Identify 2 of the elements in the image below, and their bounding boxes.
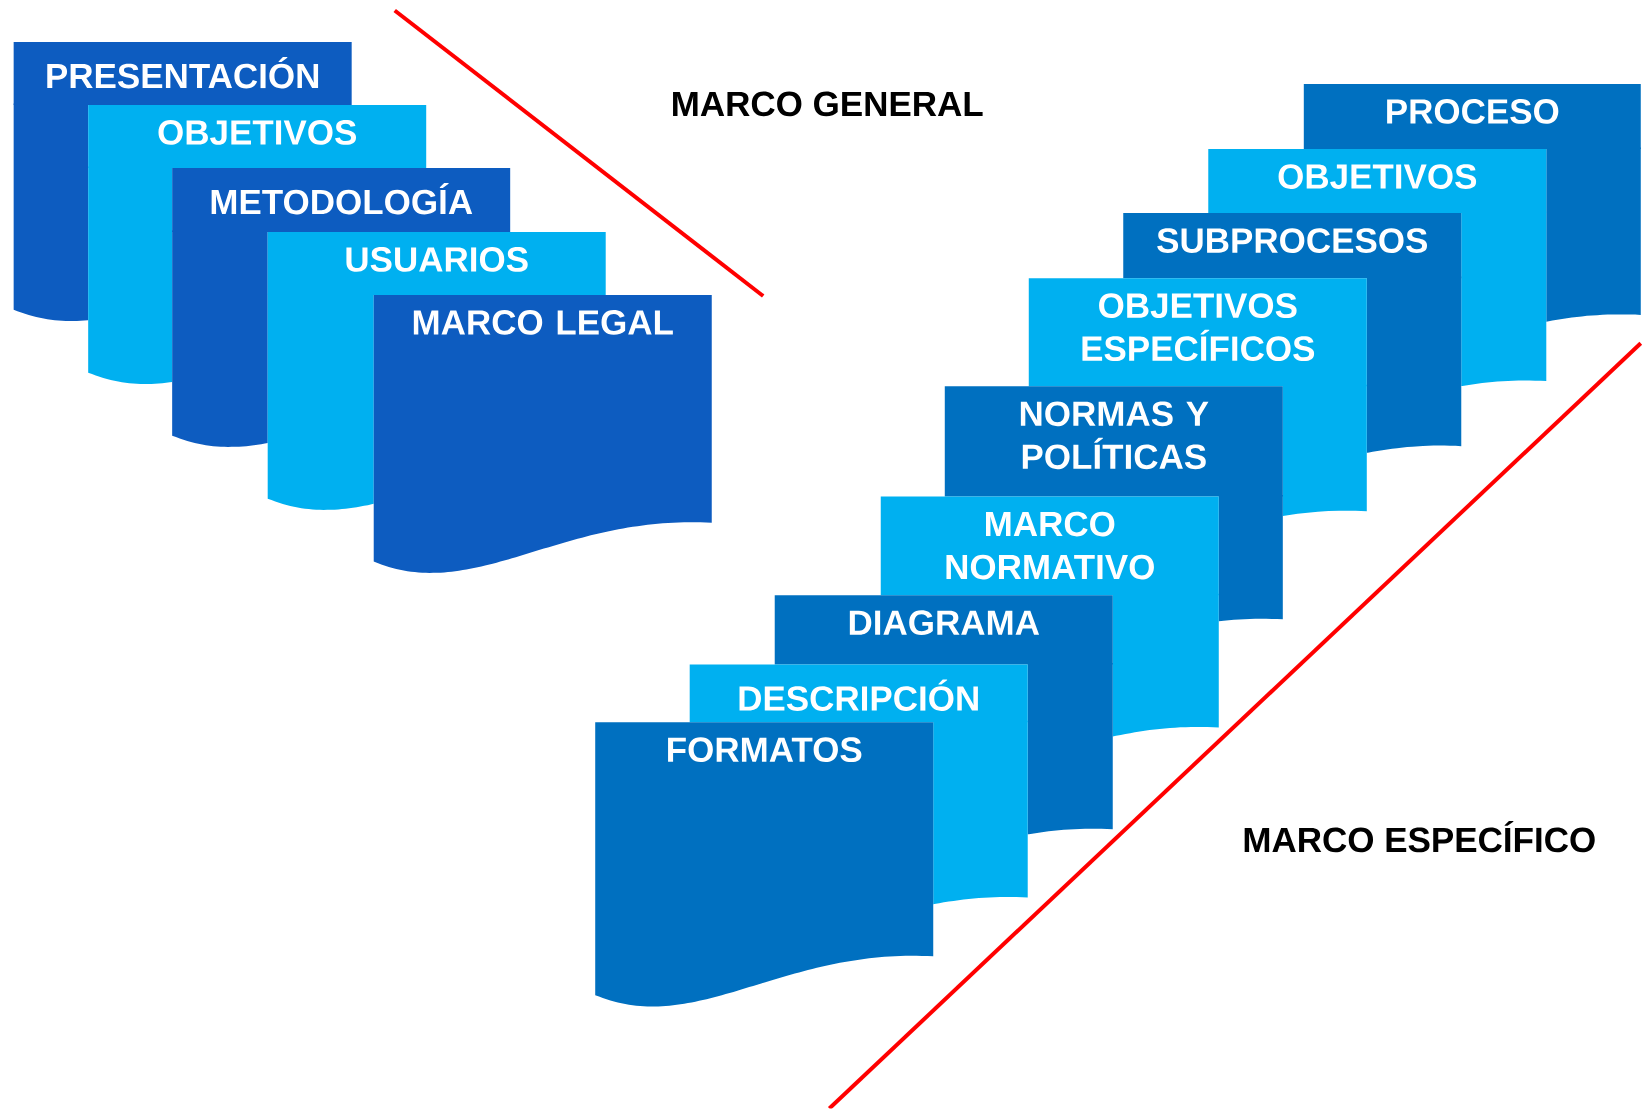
section-label: MARCO ESPECÍFICO [1244, 821, 1595, 853]
section-label: MARCO GENERAL [673, 91, 983, 117]
